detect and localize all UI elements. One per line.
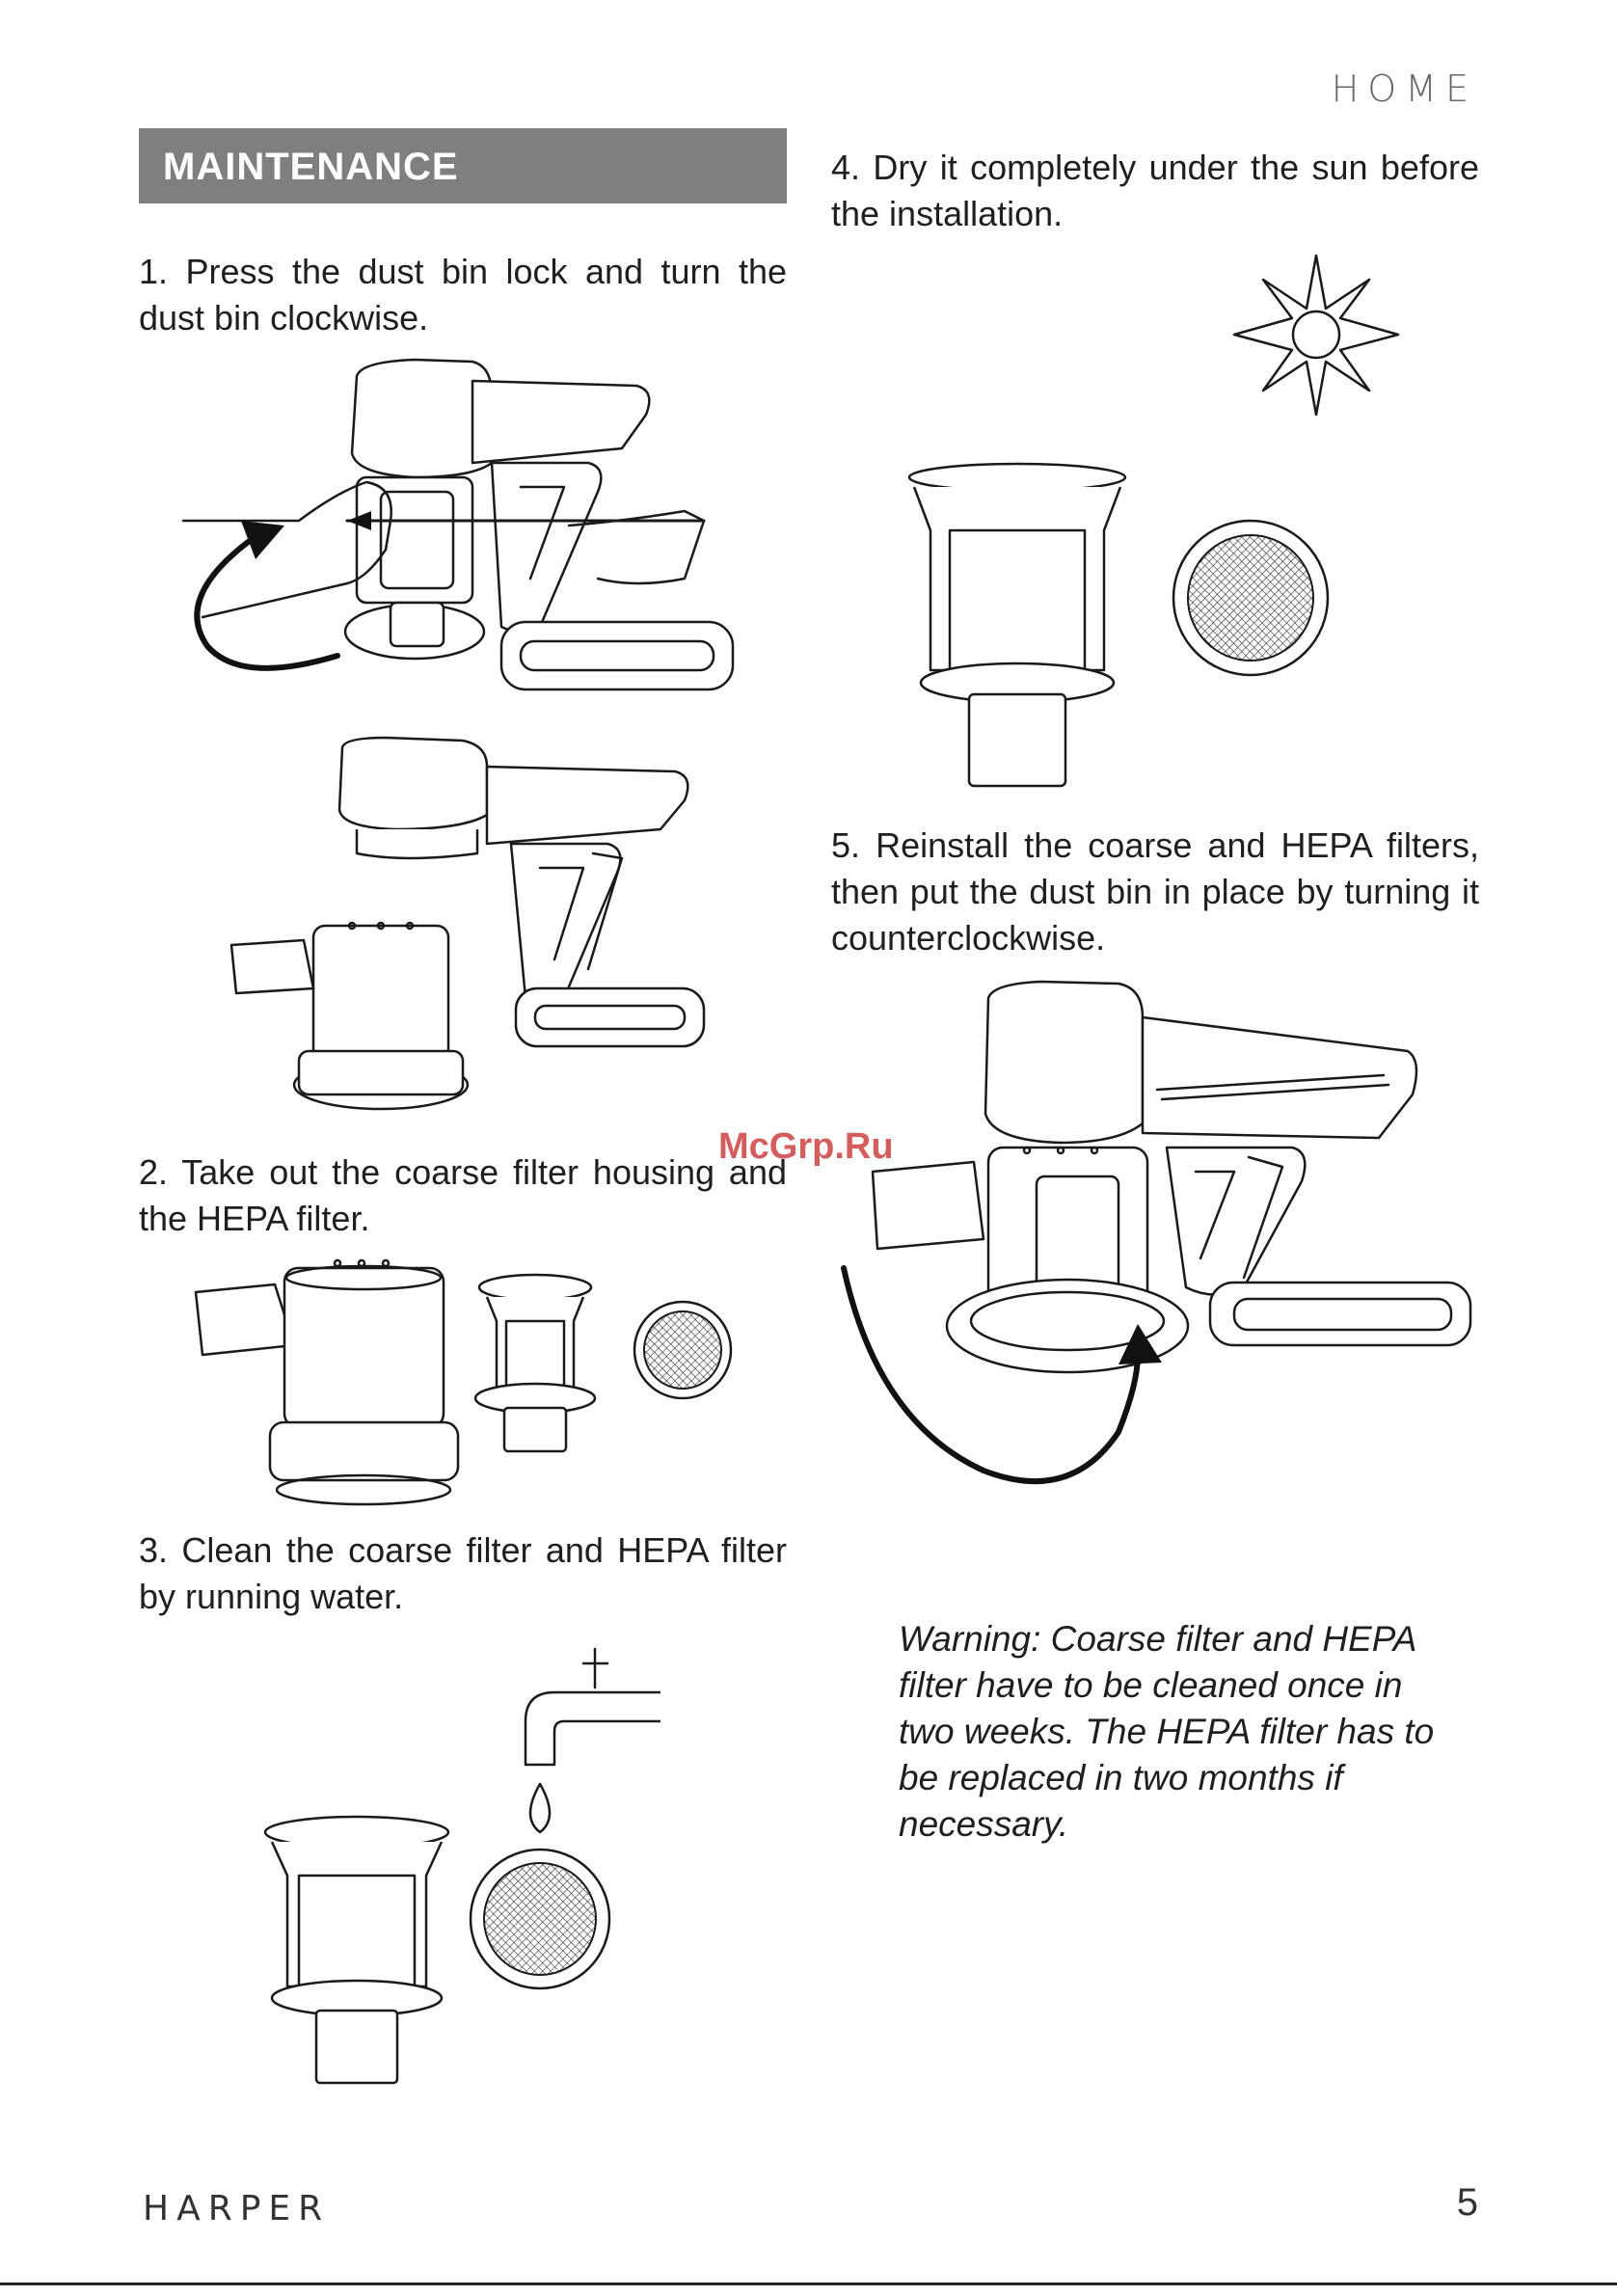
step-4-text: 4. Dry it completely under the sun befor… bbox=[831, 148, 1479, 233]
warning-text: Warning: Coarse filter and HEPA filter h… bbox=[899, 1619, 1435, 1844]
step-5-text: 5. Reinstall the coarse and HEPA filters… bbox=[831, 825, 1479, 958]
water-drop-icon bbox=[528, 1782, 552, 1834]
footer-brand-logo: HARPER bbox=[143, 2189, 331, 2228]
vacuum-reassembled-icon bbox=[841, 980, 1472, 1485]
drying-filters-icon bbox=[907, 462, 1330, 788]
page-number: 5 bbox=[1456, 2181, 1478, 2224]
sun-icon bbox=[1232, 254, 1400, 417]
step-3-text: 3. Clean the coarse filter and HEPA filt… bbox=[139, 1530, 787, 1616]
coarse-filter-icon bbox=[473, 1273, 597, 1453]
water-tap-icon bbox=[263, 1647, 660, 2085]
hepa-filter-icon bbox=[633, 1300, 733, 1400]
step-1-text: 1. Press the dust bin lock and turn the … bbox=[139, 252, 787, 338]
brand-logo-home: HOME bbox=[1331, 68, 1477, 110]
section-header: MAINTENANCE bbox=[139, 128, 787, 203]
vacuum-disassembled-icon bbox=[229, 736, 706, 1111]
filter-parts-icon bbox=[194, 1258, 733, 1506]
watermark: McGrp.Ru bbox=[718, 1126, 894, 1167]
vacuum-handheld-icon bbox=[181, 358, 735, 691]
section-title: MAINTENANCE bbox=[163, 146, 459, 188]
step-2-text: 2. Take out the coarse filter housing an… bbox=[139, 1152, 787, 1238]
page-bottom-divider bbox=[0, 2282, 1617, 2285]
hepa-filter-icon bbox=[1172, 519, 1330, 677]
